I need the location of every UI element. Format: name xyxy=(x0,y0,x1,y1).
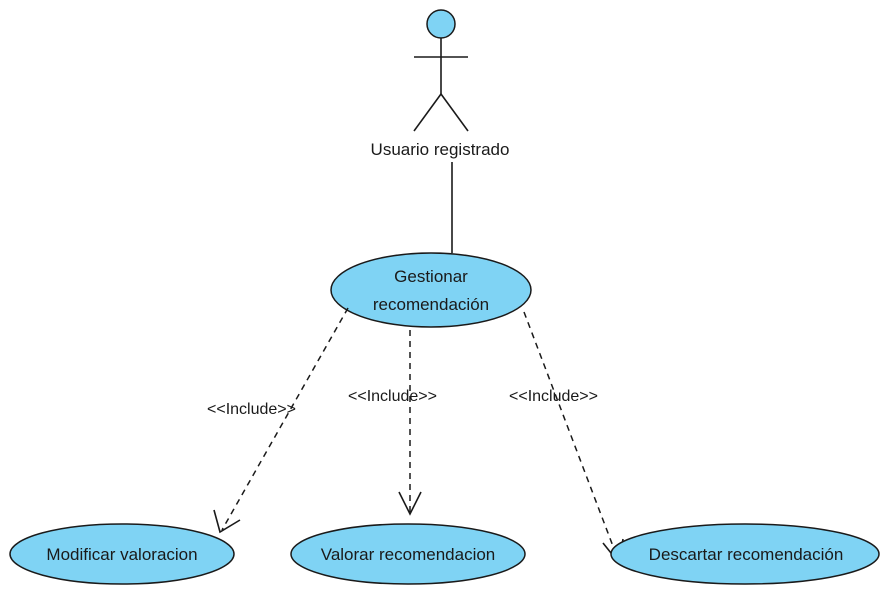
include-left-line xyxy=(221,307,349,531)
include-right-dependency[interactable] xyxy=(523,311,624,565)
actor-left-leg xyxy=(413,93,442,132)
actor-label: Usuario registrado xyxy=(371,140,510,159)
use-case-gestionar-shape xyxy=(330,252,532,328)
actor-usuario-registrado[interactable]: Usuario registrado xyxy=(371,9,510,159)
include-center-dependency[interactable] xyxy=(398,330,422,516)
use-case-descartar-label: Descartar recomendación xyxy=(649,545,844,564)
use-case-descartar-recomendacion[interactable]: Descartar recomendación xyxy=(610,523,880,585)
use-case-gestionar-line2: recomendación xyxy=(373,295,489,314)
actor-right-leg xyxy=(440,93,469,132)
include-center-label: <<Include>> xyxy=(348,388,437,405)
include-right-label: <<Include>> xyxy=(509,388,598,405)
actor-head xyxy=(426,9,456,39)
use-case-valorar-shape xyxy=(290,523,526,585)
use-case-descartar-shape xyxy=(610,523,880,585)
use-case-gestionar-line1: Gestionar xyxy=(394,267,468,286)
include-center-arrowhead xyxy=(398,491,422,516)
use-case-valorar-label: Valorar recomendacion xyxy=(321,545,496,564)
use-case-modificar-label: Modificar valoracion xyxy=(46,545,197,564)
include-left-arrowhead xyxy=(213,509,241,534)
include-left-dependency[interactable] xyxy=(213,307,349,534)
use-case-modificar-shape xyxy=(9,523,235,585)
use-case-modificar-valoracion[interactable]: Modificar valoracion xyxy=(9,523,235,585)
include-right-line xyxy=(523,311,620,563)
use-case-valorar-recomendacion[interactable]: Valorar recomendacion xyxy=(290,523,526,585)
use-case-gestionar-recomendacion[interactable]: Gestionar recomendación xyxy=(330,252,532,328)
include-left-label: <<Include>> xyxy=(207,401,296,418)
